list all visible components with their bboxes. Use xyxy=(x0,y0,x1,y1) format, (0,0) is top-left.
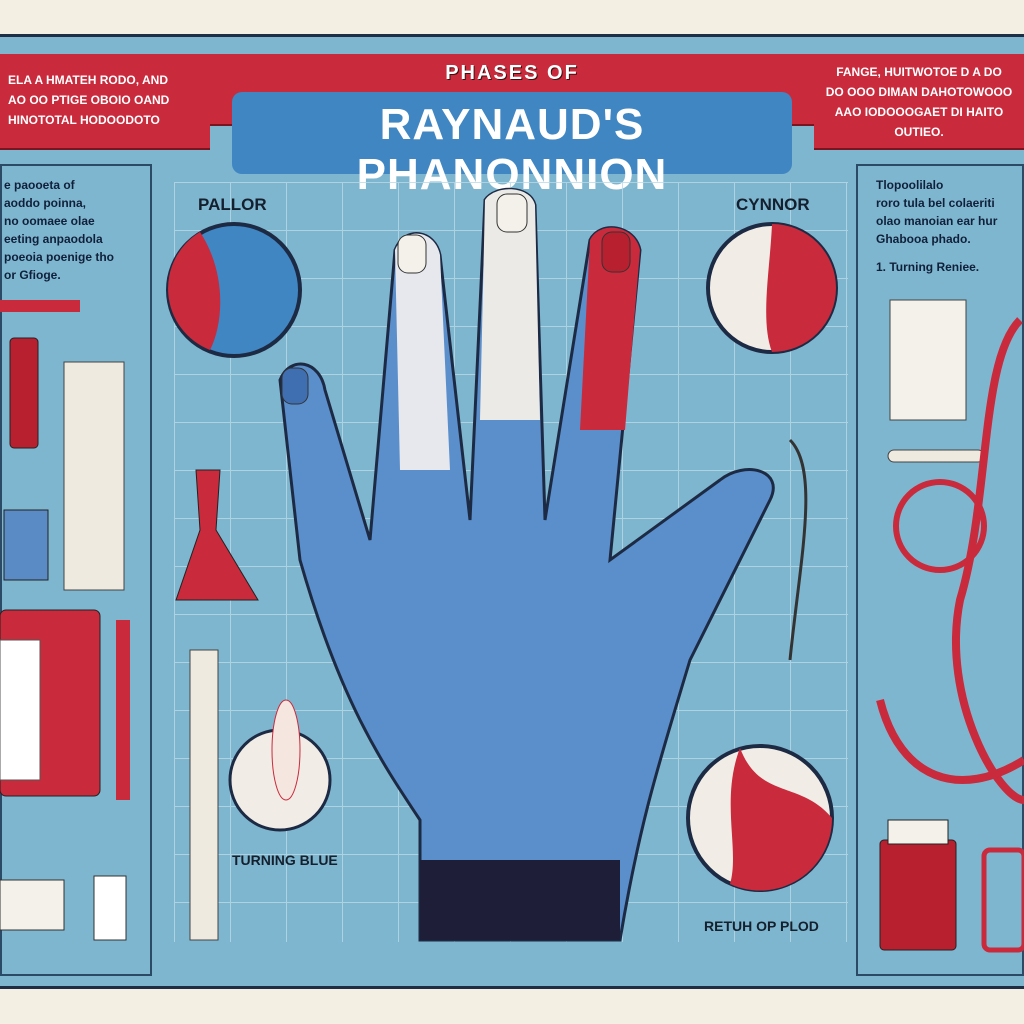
text-line: Ghabooa phado. xyxy=(876,232,971,246)
text-line: e paooeta of xyxy=(4,178,75,192)
left-description: e paooeta of aoddo poinna, no oomaee ola… xyxy=(4,176,114,284)
banner-right-line: DO OOO DIMAN DAHOTOWOOO xyxy=(825,85,1013,99)
text-line: roro tula bel colaeriti xyxy=(876,196,995,210)
banner-right-line: AAO IODOOOGAET DI HAITO xyxy=(834,105,1004,119)
subtitle: PHASES OF xyxy=(445,62,579,84)
text-line: olao manoian ear hur xyxy=(876,214,998,228)
banner-left-line: HINOTOTAL HODOODOTO xyxy=(8,113,160,127)
label-cyanosis: CYNNOR xyxy=(736,195,810,214)
right-panel xyxy=(856,164,1024,976)
pallor-magnifier xyxy=(166,222,302,358)
banner-right-line: OUTIEO. xyxy=(894,125,944,139)
title-box xyxy=(232,92,792,174)
text-line: eeting anpaodola xyxy=(4,232,103,246)
label-turning-blue: TURNING BLUE xyxy=(232,852,338,868)
banner-left-line: AO OO PTIGE OBOIO OAND xyxy=(8,93,170,107)
return-blood-magnifier xyxy=(686,744,834,892)
turning-blue-magnifier xyxy=(228,699,332,832)
banner-right-line: FANGE, HUITWOTOE D A DO xyxy=(836,65,1002,79)
banner-left: ELA A HMATEH RODO, AND AO OO PTIGE OBOIO… xyxy=(0,54,210,150)
text-line: poeoia poenige tho xyxy=(4,250,114,264)
medical-props-right xyxy=(788,299,1024,953)
text-line: aoddo poinna, xyxy=(4,196,86,210)
medical-props-left xyxy=(0,300,259,941)
hand-illustration xyxy=(278,187,775,942)
text-line: 1. Turning Reniee. xyxy=(876,260,980,274)
banner-left-line: ELA A HMATEH RODO, AND xyxy=(8,73,168,87)
banner-right: FANGE, HUITWOTOE D A DO DO OOO DIMAN DAH… xyxy=(814,54,1024,150)
text-line: or Gfioge. xyxy=(4,268,61,282)
cyanosis-magnifier xyxy=(706,222,838,354)
left-panel xyxy=(0,164,152,976)
text-line: no oomaee olae xyxy=(4,214,95,228)
right-description: Tlopoolilalo roro tula bel colaeriti ola… xyxy=(876,176,997,276)
label-pallor: PALLOR xyxy=(198,195,267,214)
text-line: Tlopoolilalo xyxy=(876,178,944,192)
label-return-of-blood: RETUH OP PLOD xyxy=(704,918,819,934)
